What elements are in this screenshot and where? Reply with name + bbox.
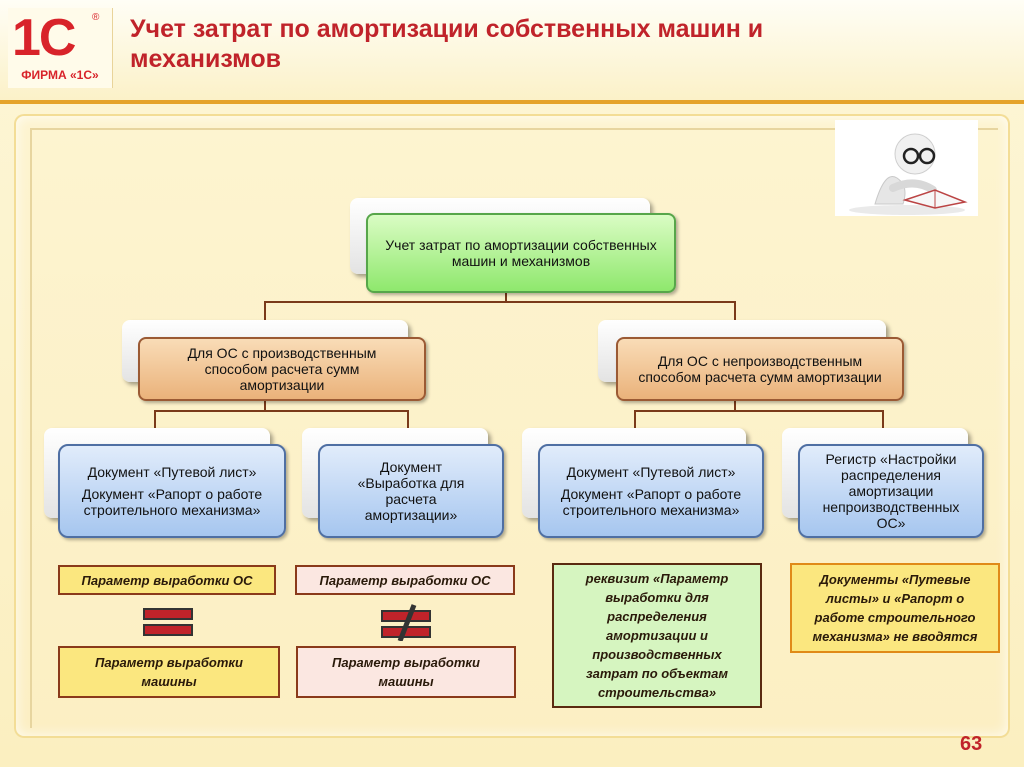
logo-company-name: ФИРМА «1С» [21, 68, 99, 82]
logo-1c: 1С ® ФИРМА «1С» [8, 8, 113, 88]
root-node: Учет затрат по амортизации собственных м… [366, 213, 676, 293]
panel-frame [30, 128, 998, 728]
leaf1-line1: Документ «Путевой лист» [87, 464, 257, 480]
leaf-output-document: Документ «Выработка для расчета амортиза… [318, 444, 504, 538]
reading-man-with-glasses-icon [835, 120, 978, 216]
leaf3-line1: Документ «Путевой лист» [566, 464, 736, 480]
not-equal-sign-icon [381, 604, 431, 641]
note-documents-not-entered: Документы «Путевые листы» и «Рапорт о ра… [790, 563, 1000, 653]
note-param-os-left: Параметр выработки ОС [58, 565, 276, 595]
branch-productive: Для ОС с производственным способом расче… [138, 337, 426, 401]
leaf3-line2: Документ «Рапорт о работе строительного … [560, 486, 742, 518]
page-number: 63 [960, 733, 983, 755]
note-param-os-right: Параметр выработки ОС [295, 565, 515, 595]
reading-man-illustration [835, 120, 978, 216]
leaf-waybill-report-nonproductive: Документ «Путевой лист» Документ «Рапорт… [538, 444, 764, 538]
leaf-waybill-report-productive: Документ «Путевой лист» Документ «Рапорт… [58, 444, 286, 538]
header-bar: 1С ® ФИРМА «1С» Учет затрат по амортизац… [0, 0, 1024, 104]
note-param-machine-left: Параметр выработки машины [58, 646, 280, 698]
note-attribute: реквизит «Параметр выработки для распред… [552, 563, 762, 708]
equal-sign-icon [143, 608, 193, 636]
leaf1-line2: Документ «Рапорт о работе строительного … [81, 486, 263, 518]
branch-nonproductive: Для ОС с непроизводственным способом рас… [616, 337, 904, 401]
slide-title: Учет затрат по амортизации собственных м… [130, 15, 764, 73]
registered-mark: ® [92, 12, 100, 23]
logo-mark: 1С [12, 9, 77, 67]
note-param-machine-right: Параметр выработки машины [296, 646, 516, 698]
leaf-depreciation-register: Регистр «Настройки распределения амортиз… [798, 444, 984, 538]
